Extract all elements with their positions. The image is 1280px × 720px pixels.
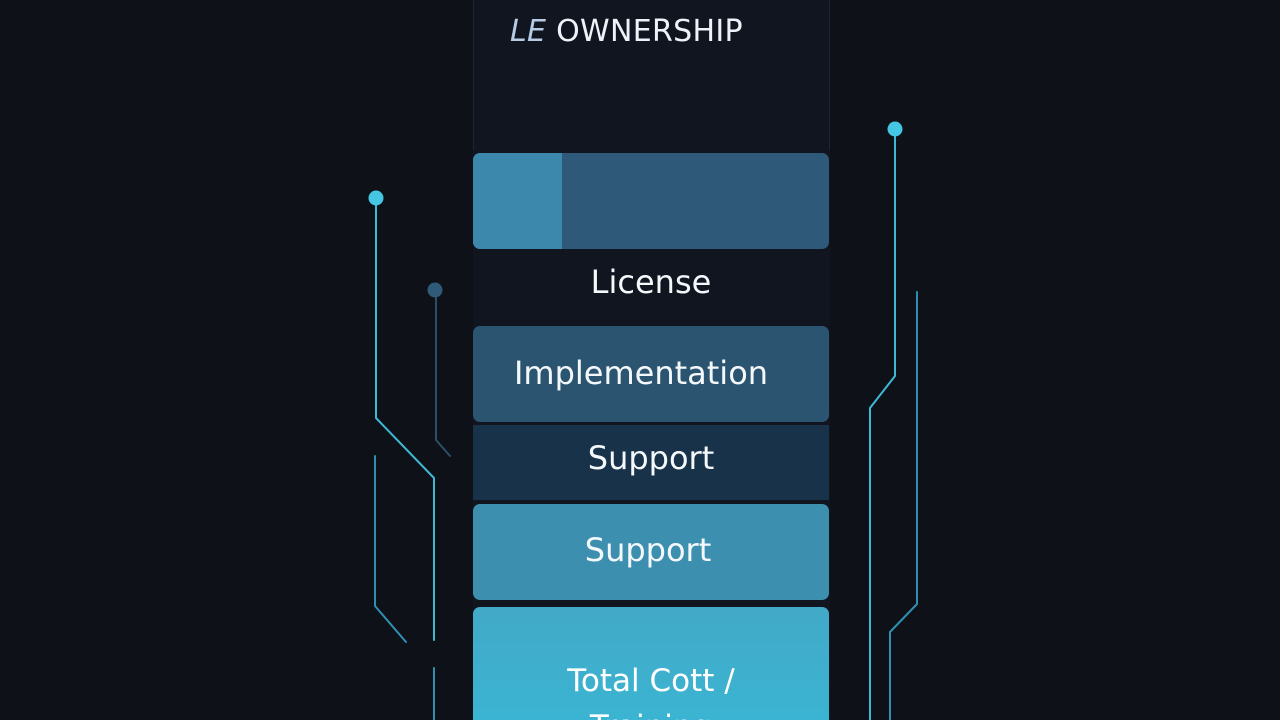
circuit-line-icon (889, 291, 918, 720)
circuit-node-icon (887, 121, 903, 137)
column-edge-right (829, 0, 830, 150)
implementation-label: Implementation (513, 354, 769, 392)
circuit-line-icon (375, 199, 435, 641)
column-edge-left (473, 0, 474, 150)
implementation-block: Implementation (473, 326, 829, 422)
title-text: OWNERSHIP (556, 14, 743, 49)
circuit-node-icon (368, 190, 384, 206)
stack-block-top-accent (473, 153, 562, 249)
stack-block-top (473, 153, 829, 249)
circuit-line-icon (374, 455, 407, 643)
support-label-light: Support (584, 531, 712, 569)
total-cost-label: Total Cott / (567, 663, 735, 699)
total-cost-block: Total Cott / Training (473, 607, 829, 720)
support-label-dark: Support (587, 439, 715, 477)
page-title: LE OWNERSHIP (510, 12, 810, 52)
title-prefix: LE (510, 14, 547, 49)
license-label: License (590, 263, 712, 301)
circuit-line-icon (435, 291, 451, 457)
support-block-light: Support (473, 504, 829, 600)
support-block-dark: Support (473, 425, 829, 500)
circuit-line-icon (869, 130, 896, 720)
total-cost-label-cut: Training (473, 709, 829, 720)
circuit-node-icon (427, 282, 443, 298)
